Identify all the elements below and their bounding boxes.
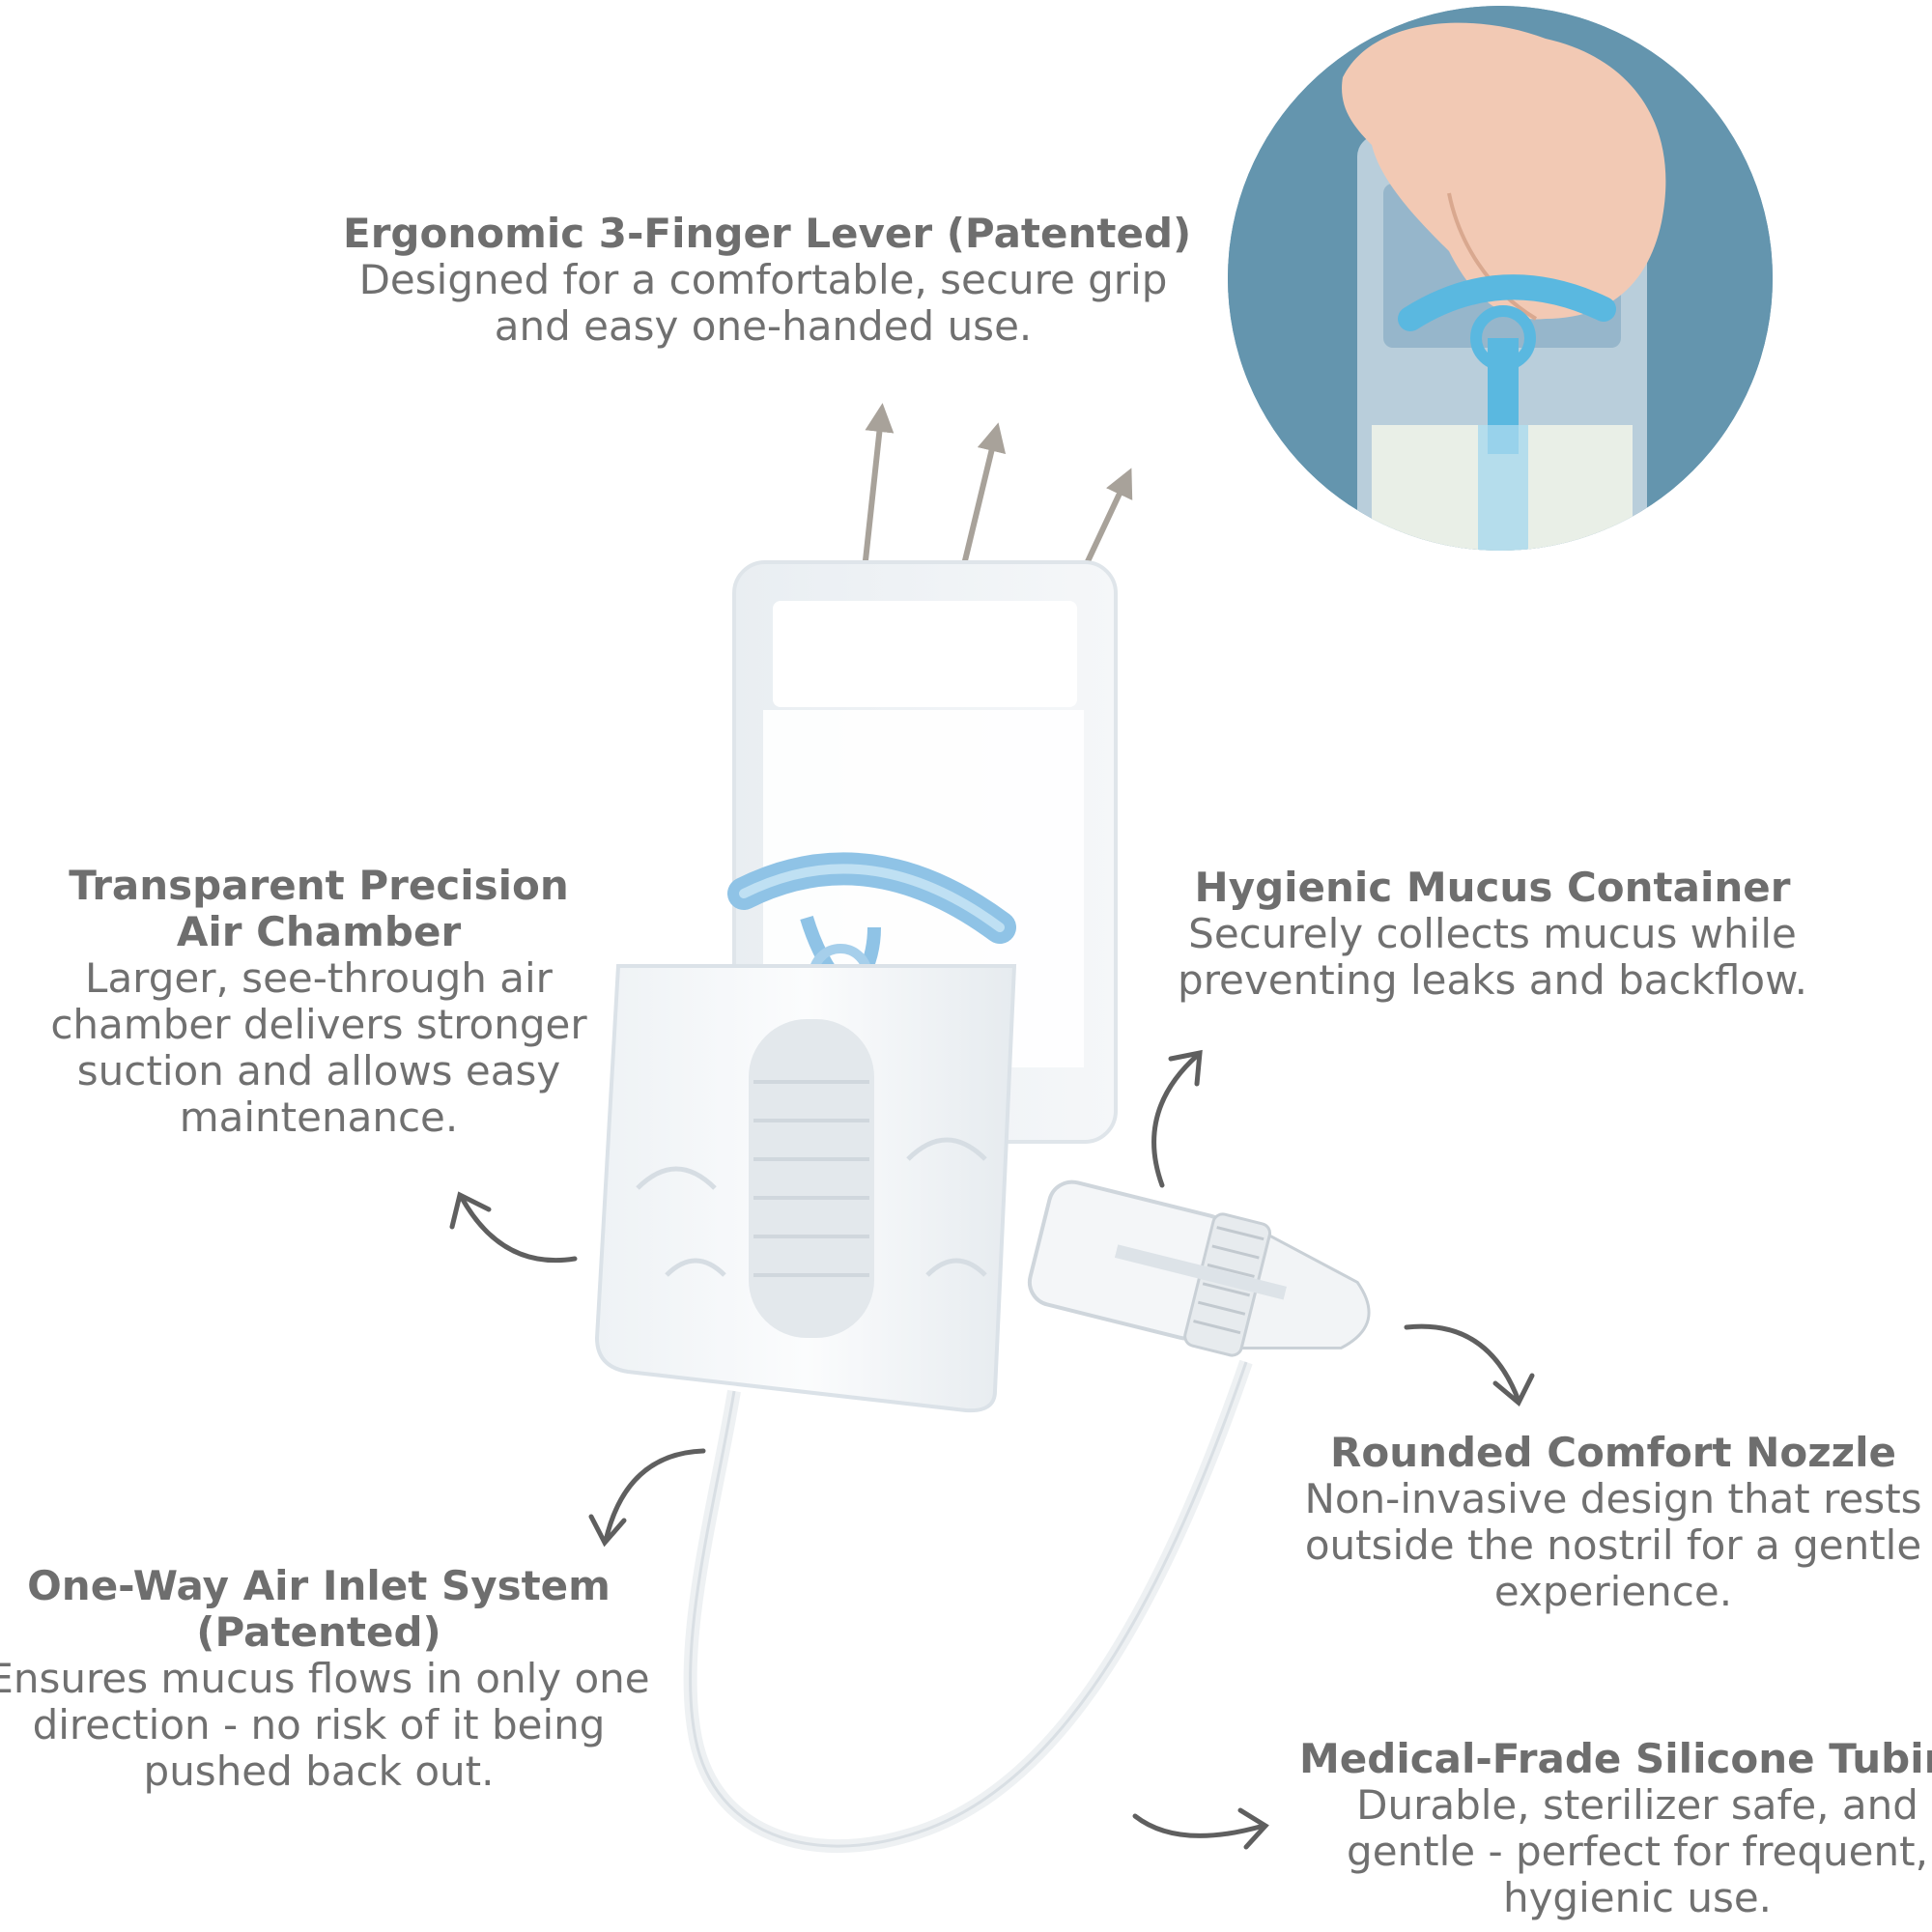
feature-tubing-desc-1: Durable, sterilizer safe, and xyxy=(1356,1781,1918,1829)
feature-container-title: Hygienic Mucus Container xyxy=(1194,864,1791,911)
feature-nozzle-desc-3: experience. xyxy=(1493,1568,1733,1615)
feature-lever-desc-1: Designed for a comfortable, secure grip xyxy=(358,256,1168,303)
feature-chamber-title-1: Transparent Precision xyxy=(69,862,569,909)
feature-nozzle-desc-1: Non-invasive design that rests xyxy=(1304,1475,1922,1522)
feature-tubing: Medical-Frade Silicone Tubing Durable, s… xyxy=(1299,1736,1932,1921)
feature-chamber-title-2: Air Chamber xyxy=(176,908,462,955)
feature-chamber-desc-3: suction and allows easy xyxy=(76,1047,561,1094)
feature-tubing-title: Medical-Frade Silicone Tubing xyxy=(1299,1735,1932,1782)
feature-inlet-title-2: (Patented) xyxy=(196,1608,441,1656)
feature-container-desc-1: Securely collects mucus while xyxy=(1188,910,1797,957)
feature-nozzle: Rounded Comfort Nozzle Non-invasive desi… xyxy=(1280,1430,1932,1615)
feature-lever: Ergonomic 3-Finger Lever (Patented) Desi… xyxy=(343,210,1192,350)
feature-container: Hygienic Mucus Container Securely collec… xyxy=(1150,865,1835,1004)
feature-tubing-desc-3: hygienic use. xyxy=(1502,1874,1773,1921)
feature-inlet-title-1: One-Way Air Inlet System xyxy=(27,1562,611,1609)
inset-photo xyxy=(1228,6,1773,551)
feature-chamber-desc-2: chamber delivers stronger xyxy=(50,1001,587,1048)
feature-tubing-desc-2: gentle - perfect for frequent, xyxy=(1347,1828,1928,1875)
feature-inlet: One-Way Air Inlet System (Patented) Ensu… xyxy=(0,1563,657,1795)
feature-nozzle-desc-2: outside the nostril for a gentle xyxy=(1304,1521,1922,1569)
feature-lever-desc-2: and easy one-handed use. xyxy=(494,302,1033,350)
feature-chamber: Transparent Precision Air Chamber Larger… xyxy=(19,863,618,1141)
callout-arrows xyxy=(449,1049,1535,1850)
feature-chamber-desc-1: Larger, see-through air xyxy=(85,954,553,1002)
device-illustration xyxy=(594,560,1371,1854)
feature-container-desc-2: preventing leaks and backflow. xyxy=(1178,956,1807,1004)
feature-lever-title: Ergonomic 3-Finger Lever (Patented) xyxy=(343,210,1192,257)
feature-inlet-desc-3: pushed back out. xyxy=(143,1747,495,1795)
feature-nozzle-title: Rounded Comfort Nozzle xyxy=(1330,1429,1896,1476)
feature-inlet-desc-1: Ensures mucus flows in only one xyxy=(0,1655,650,1702)
feature-chamber-desc-4: maintenance. xyxy=(179,1094,459,1141)
feature-inlet-desc-2: direction - no risk of it being xyxy=(32,1701,606,1748)
